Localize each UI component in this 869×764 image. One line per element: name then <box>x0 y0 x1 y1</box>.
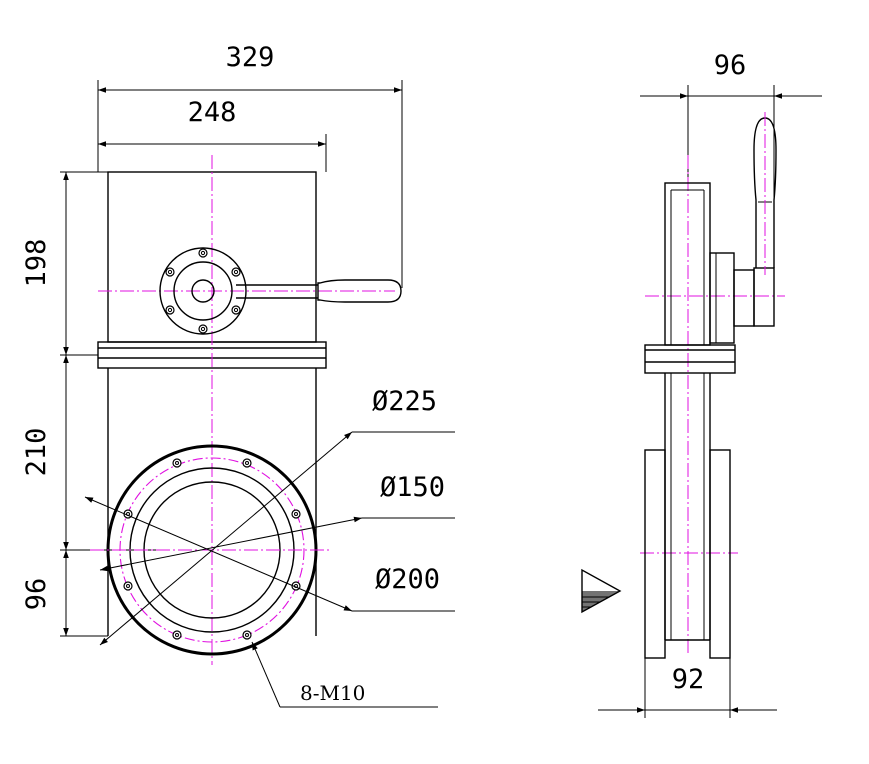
diameter-200-callout: Ø200 <box>84 496 455 612</box>
bolt-holes-label: 8-M10 <box>300 681 365 705</box>
handle-width-label: 96 <box>714 50 747 81</box>
side-flange-left <box>644 449 666 659</box>
lever-handle <box>236 279 402 303</box>
overall-width-label: 329 <box>226 42 275 73</box>
dimension-96-vertical: 96 <box>21 550 69 636</box>
bolt-hole-callout: 8-M10 <box>251 641 438 708</box>
diameter-150-callout: Ø150 <box>99 472 455 572</box>
dimension-329: 329 <box>98 42 402 93</box>
dimension-198: 198 <box>21 172 69 355</box>
dimension-248: 248 <box>98 97 326 147</box>
handwheel-flange <box>98 247 395 335</box>
side-middle-plate <box>644 344 736 374</box>
upper-height-label: 198 <box>21 239 52 288</box>
flow-direction-icon <box>581 568 622 614</box>
lower-height-label: 210 <box>21 428 52 477</box>
side-flange-right <box>709 449 731 659</box>
bolt-circle-label: Ø200 <box>375 564 440 595</box>
dimension-92: 92 <box>598 664 777 713</box>
outer-diameter-label: Ø225 <box>372 386 437 417</box>
side-lever-handle <box>753 112 777 275</box>
front-view: 329 248 <box>21 42 455 708</box>
bore-diameter-label: Ø150 <box>380 472 445 503</box>
side-gear-housing <box>709 252 775 344</box>
flange-offset-label: 96 <box>21 578 52 611</box>
body-width-label: 248 <box>188 97 237 128</box>
body-thickness-label: 92 <box>672 664 705 695</box>
side-view: 96 <box>581 50 822 718</box>
dimension-210: 210 <box>21 355 69 550</box>
dimension-96-horizontal: 96 <box>640 50 822 99</box>
